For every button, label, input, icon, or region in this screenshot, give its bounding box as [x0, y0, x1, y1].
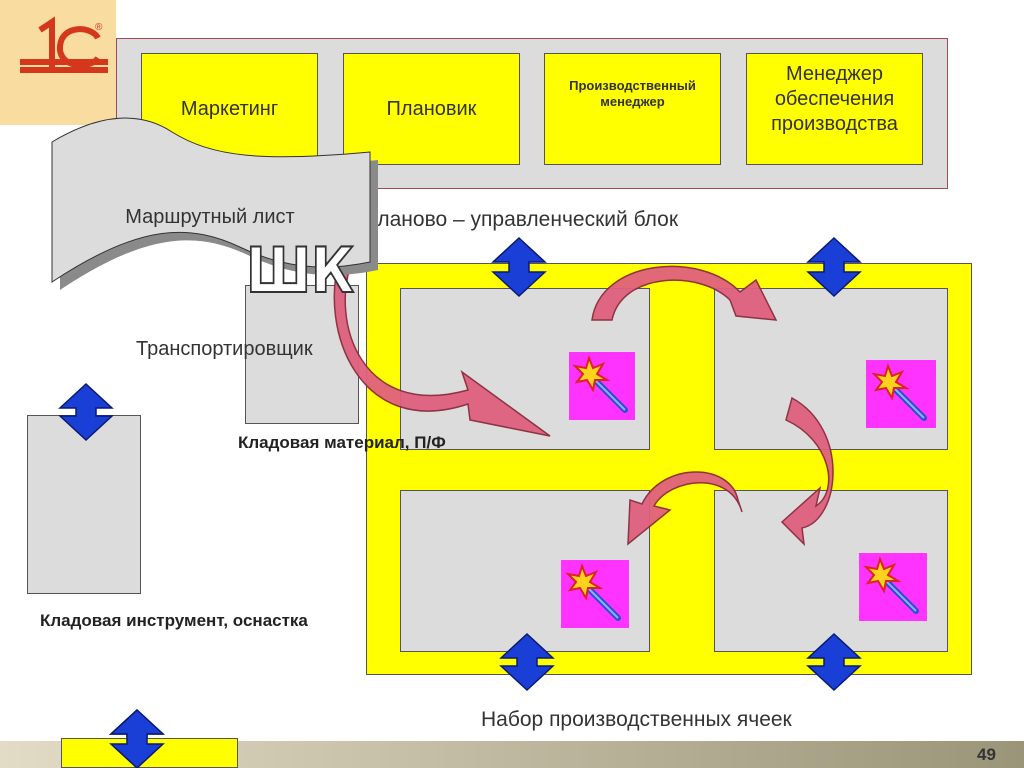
storage-tools-label: Кладовая инструмент, оснастка	[40, 611, 308, 630]
magic-wand-icon	[859, 553, 927, 621]
double-arrow-icon	[499, 632, 555, 692]
curved-arrow-icon	[591, 265, 778, 321]
double-arrow-icon	[58, 382, 114, 442]
tools-storage-box	[27, 415, 141, 594]
magic-wand-icon	[569, 352, 635, 420]
curved-arrow-icon	[333, 257, 551, 437]
double-arrow-icon	[806, 632, 862, 692]
cells-label: Набор производственных ячеек	[481, 708, 792, 731]
route-sheet-label: Маршрутный лист	[125, 206, 294, 228]
role-planner: Плановик	[343, 53, 520, 165]
role-label: Производственный менеджер	[569, 77, 696, 109]
barcode-label: ШК	[246, 235, 354, 307]
slide-number: 49	[977, 745, 996, 764]
role-supply-manager: Менеджер обеспечения производства	[746, 53, 923, 165]
double-arrow-icon	[491, 236, 547, 298]
role-label: Плановик	[386, 97, 477, 120]
magic-wand-icon	[866, 360, 936, 428]
transporter-label: Транспортировщик	[136, 338, 313, 360]
role-label: Менеджер обеспечения производства	[771, 62, 898, 135]
double-arrow-icon	[806, 236, 862, 298]
route-sheet-scroll	[51, 117, 371, 283]
registered-mark: ®	[95, 22, 103, 33]
role-production-manager: Производственный менеджер	[544, 53, 721, 165]
logo-1c-icon: ®	[20, 16, 108, 73]
plan-block-label: планово – управленческий блок	[366, 208, 679, 231]
storage-material-label: Кладовая материал, П/Ф	[238, 433, 446, 452]
magic-wand-icon	[561, 560, 629, 628]
curved-arrow-icon	[627, 471, 743, 546]
role-label: Маркетинг	[180, 97, 279, 120]
curved-arrow-icon	[780, 396, 834, 547]
logo: ®	[0, 0, 116, 125]
footer-yellow-box	[61, 738, 238, 768]
